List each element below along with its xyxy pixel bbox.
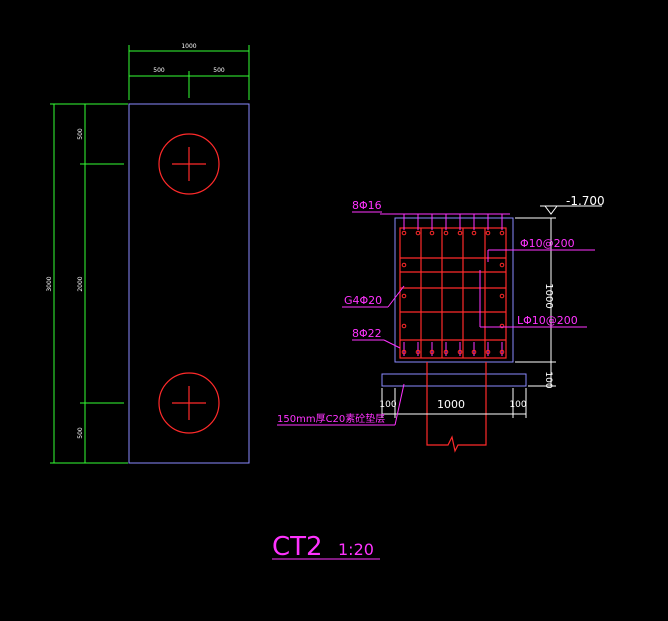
annotation-leaders bbox=[277, 211, 595, 426]
rebar-dots bbox=[401, 230, 505, 355]
plan-view: 1000 500 500 3000 500 2000 500 bbox=[46, 43, 250, 464]
stirrup-label-1: Φ10@200 bbox=[520, 237, 575, 250]
stirrup-label-2: LΦ10@200 bbox=[517, 314, 578, 327]
plan-dim-left-top: 500 bbox=[77, 128, 84, 140]
plan-dim-top-right: 500 bbox=[213, 67, 225, 74]
title-name: CT2 bbox=[272, 532, 323, 562]
bottom-bar-label: 8Φ22 bbox=[352, 327, 382, 340]
plan-dim-left-mid: 2000 bbox=[77, 276, 84, 291]
section-cap-outline bbox=[394, 217, 514, 363]
section-view: 1000 100 1000 100 100 -1.700 8Φ16 Φ10@20… bbox=[277, 194, 605, 453]
side-bar-label: G4Φ20 bbox=[344, 294, 382, 307]
plan-dim-left-total: 3000 bbox=[46, 276, 53, 291]
plan-dim-top-total: 1000 bbox=[181, 43, 196, 50]
plan-dim-left-bottom: 500 bbox=[77, 427, 84, 439]
pile-cap-outline bbox=[128, 103, 250, 464]
title-scale: 1:20 bbox=[338, 540, 374, 559]
plan-dim-top-left: 500 bbox=[153, 67, 165, 74]
plan-top-dimensions bbox=[128, 45, 250, 100]
section-width-dim: 1000 bbox=[437, 398, 465, 411]
elevation-label: -1.700 bbox=[566, 194, 605, 208]
cushion-label: 150mm厚C20素砼垫层 bbox=[277, 412, 385, 425]
section-height-dim: 1000 bbox=[543, 283, 554, 308]
drawing-title: CT2 1:20 bbox=[272, 532, 380, 562]
cushion-layer bbox=[381, 373, 527, 387]
top-bar-label: 8Φ16 bbox=[352, 199, 382, 212]
plan-left-dimensions bbox=[50, 103, 128, 464]
section-ledge-left: 100 bbox=[379, 400, 396, 410]
pile-top bbox=[158, 133, 220, 195]
section-pile bbox=[426, 362, 487, 453]
section-pad-dim: 100 bbox=[543, 371, 553, 388]
top-bars bbox=[380, 213, 510, 230]
section-rebar-cage bbox=[399, 227, 507, 359]
pile-bottom bbox=[158, 372, 220, 434]
section-dimensions bbox=[381, 205, 562, 418]
section-ledge-right: 100 bbox=[509, 400, 526, 410]
